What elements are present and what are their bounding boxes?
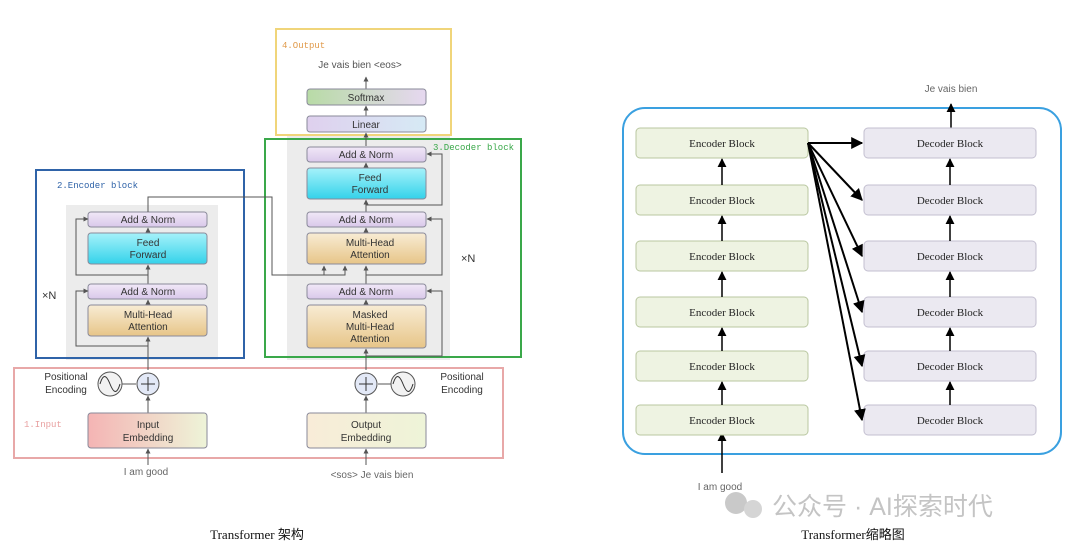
decoder-group-box xyxy=(264,138,522,358)
encoder-stack-bg xyxy=(66,205,218,360)
decoder-block: Decoder Block xyxy=(863,240,1037,272)
decoder-block: Decoder Block xyxy=(863,404,1037,436)
output-embedding-line1: Output xyxy=(351,420,381,431)
enc-mha-line2: Attention xyxy=(128,322,167,333)
output-tokens: Je vais bien <eos> xyxy=(318,60,402,71)
enc-multi-head-attention xyxy=(87,304,208,337)
decoder-block: Decoder Block xyxy=(863,350,1037,382)
decoder-block: Decoder Block xyxy=(863,127,1037,159)
dec-masked-line2: Multi-Head xyxy=(346,322,394,333)
encoder-block: Encoder Block xyxy=(635,350,809,382)
thumbnail-frame xyxy=(622,107,1062,455)
encoder-block-label: Encoder Block xyxy=(689,415,755,427)
dec-multi-head-attention xyxy=(306,232,427,265)
encoder-block: Encoder Block xyxy=(635,296,809,328)
decoder-block-label: Decoder Block xyxy=(917,251,984,263)
softmax-label: Softmax xyxy=(348,93,385,104)
encoder-block: Encoder Block xyxy=(635,127,809,159)
encoder-block-label: Encoder Block xyxy=(689,138,755,150)
output-group-label: 4.Output xyxy=(282,41,325,51)
cross-attention-arrow xyxy=(807,142,866,368)
dec-add-norm-bottom-label: Add & Norm xyxy=(339,287,393,298)
dec-feed-forward-line1: Feed xyxy=(359,173,382,184)
enc-mha-line1: Multi-Head xyxy=(124,310,172,321)
enc-pos-enc-line1: Positional xyxy=(44,372,87,383)
enc-pos-enc-line2: Encoding xyxy=(45,385,87,396)
dec-mha-line2: Attention xyxy=(350,250,389,261)
output-embedding xyxy=(306,412,427,449)
decoder-block: Decoder Block xyxy=(863,296,1037,328)
transformer-thumbnail: Je vais bien I am good Encoder BlockEnco… xyxy=(622,84,1062,542)
dec-masked-line3: Attention xyxy=(350,334,389,345)
encoder-group-box xyxy=(35,169,245,359)
linear-label: Linear xyxy=(352,120,380,131)
encoder-repeat-label: ×N xyxy=(42,290,56,302)
dec-mha-line1: Multi-Head xyxy=(346,238,394,249)
watermark: 公众号 · AI探索时代 xyxy=(725,492,993,521)
linear-layer xyxy=(306,115,427,133)
encoder-block: Encoder Block xyxy=(635,184,809,216)
wechat-icon xyxy=(725,492,747,514)
input-embedding-line1: Input xyxy=(137,420,159,431)
encoder-block-label: Encoder Block xyxy=(689,361,755,373)
dec-pos-enc-line1: Positional xyxy=(440,372,483,383)
encoder-block: Encoder Block xyxy=(635,240,809,272)
decoder-block: Decoder Block xyxy=(863,184,1037,216)
encoder-block-label: Encoder Block xyxy=(689,195,755,207)
dec-feed-forward xyxy=(306,167,427,200)
input-group-box xyxy=(13,367,504,459)
decoder-block-label: Decoder Block xyxy=(917,415,984,427)
dec-masked-line1: Masked xyxy=(352,310,387,321)
decoder-block-label: Decoder Block xyxy=(917,361,984,373)
dec-feed-forward-line2: Forward xyxy=(352,185,389,196)
encoder-group-label: 2.Encoder block xyxy=(57,181,138,191)
decoder-input-tokens: <sos> Je vais bien xyxy=(331,470,414,481)
decoder-block-label: Decoder Block xyxy=(917,138,984,150)
enc-add-norm-mid-label: Add & Norm xyxy=(121,287,175,298)
encoder-block-label: Encoder Block xyxy=(689,251,755,263)
encoder-input-tokens: I am good xyxy=(124,467,168,478)
right-caption: Transformer缩略图 xyxy=(801,527,905,542)
encoder-block: Encoder Block xyxy=(635,404,809,436)
cross-attention-arrow xyxy=(807,142,863,258)
transformer-architecture: 4.Output 2.Encoder block 3.Decoder block… xyxy=(13,28,522,542)
thumbnail-output-text: Je vais bien xyxy=(925,84,978,95)
thumbnail-input-text: I am good xyxy=(698,482,742,493)
output-embedding-line2: Embedding xyxy=(341,433,392,444)
cross-attention-arrow xyxy=(807,142,866,422)
dec-masked-attention xyxy=(306,304,427,349)
input-embedding xyxy=(87,412,208,449)
dec-add-norm-top xyxy=(306,146,427,163)
dec-add-norm-mid-label: Add & Norm xyxy=(339,215,393,226)
enc-add-norm-top-label: Add & Norm xyxy=(121,215,175,226)
watermark-text: 公众号 · AI探索时代 xyxy=(772,493,993,521)
dec-add-norm-mid xyxy=(306,211,427,228)
cross-attention-arrow xyxy=(807,142,865,314)
left-caption: Transformer 架构 xyxy=(210,527,304,542)
softmax-layer xyxy=(306,88,427,106)
dec-add-norm-top-label: Add & Norm xyxy=(339,150,393,161)
decoder-group-label: 3.Decoder block xyxy=(433,143,514,153)
enc-feed-forward-line2: Forward xyxy=(130,250,167,261)
cross-attention-arrow xyxy=(807,142,863,201)
decoder-block-label: Decoder Block xyxy=(917,307,984,319)
dec-pos-enc-line2: Encoding xyxy=(441,385,483,396)
encoder-block-label: Encoder Block xyxy=(689,307,755,319)
dec-add-norm-bottom xyxy=(306,283,427,300)
enc-feed-forward xyxy=(87,232,208,265)
input-embedding-line2: Embedding xyxy=(123,433,174,444)
decoder-block-label: Decoder Block xyxy=(917,195,984,207)
input-group-label: 1.Input xyxy=(24,420,62,430)
enc-feed-forward-line1: Feed xyxy=(137,238,160,249)
decoder-repeat-label: ×N xyxy=(461,253,475,265)
